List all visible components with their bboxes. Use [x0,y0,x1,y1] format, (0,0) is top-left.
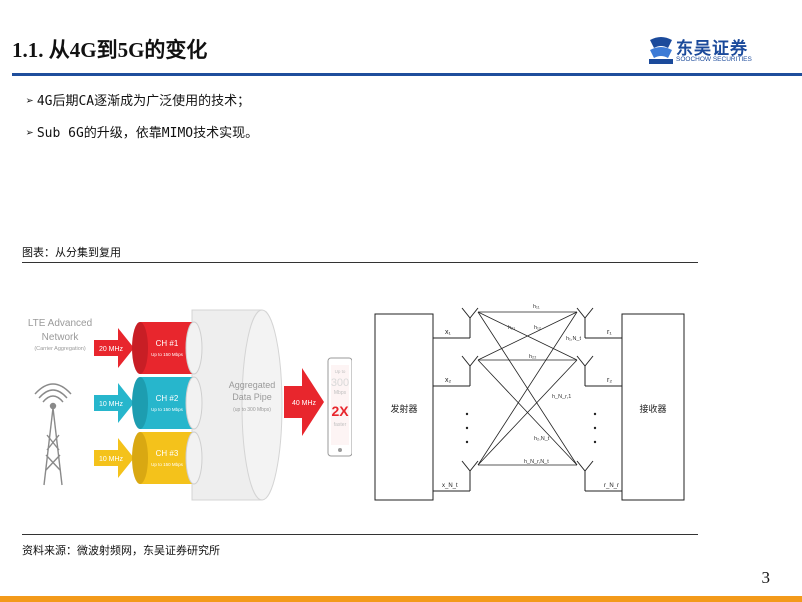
mimo-diagram: 发射器 接收器 x₁ x₂ x_N_t r₁ r₂ r_N_r h₁₁ h₂₁ … [374,304,685,501]
phone-multiplier: 2X [331,403,349,419]
aggregated-pipe: Aggregated Data Pipe (up to 300 Mbps) [191,309,283,501]
carrier-aggregation-diagram: LTE Advanced Network (Carrier Aggregatio… [28,309,352,501]
rx-signal-n: r_N_r [604,483,619,489]
channel-label: h₂,N_t [534,436,550,442]
channel-label: h_N_r,1 [552,394,571,400]
network-label-2: Network [42,332,80,343]
figure-caption: 图表：从分集到复用 [22,246,121,259]
channel-cylinder-3: CH #3 Up to 150 Mbps [132,431,203,485]
channel-label: h₁₂ [534,325,541,331]
phone-upto: Up to [335,369,346,374]
tx-signal-n: x_N_t [442,483,458,489]
rx-signal-1: r₁ [607,329,612,336]
page-number: 3 [761,568,771,587]
rx-antenna-icon [576,307,622,339]
input-bandwidth-2: 10 MHz [99,401,124,408]
cell-tower-icon [34,383,72,486]
tx-signal-1: x₁ [445,329,452,336]
receiver-label: 接收器 [639,403,666,414]
channel-cylinder-1: CH #1 Up to 150 Mbps [132,321,203,375]
rx-antenna-icon [576,355,622,387]
source-divider [22,534,698,535]
logo-text-en: SOOCHOW SECURITIES [676,56,752,63]
caption-divider [22,262,698,263]
input-arrow-red: 20 MHz [94,328,134,368]
channel-name-3: CH #3 [156,449,179,458]
channel-label: h₁₁ [533,304,540,310]
scs-logo-mark-icon [649,37,673,64]
phone-unit: Mbps [334,390,347,396]
output-bandwidth: 40 MHz [292,400,317,407]
logo-text-cn: 东吴证券 [676,39,748,59]
channel-label: h₂₁ [508,325,515,331]
phone-faster: faster [334,422,347,428]
rx-antenna-icon [576,460,622,492]
channel-cylinder-2: CH #2 Up to 150 Mbps [132,376,203,430]
channel-sub-2: Up to 150 Mbps [151,407,184,412]
tx-antenna-icon [433,460,479,492]
receiver-box [621,313,685,501]
channel-name-2: CH #2 [156,394,179,403]
page-title: 1.1. 从4G到5G的变化 [12,38,208,62]
bullet-text: 4G后期CA逐渐成为广泛使用的技术； [36,94,251,109]
input-arrow-yellow: 10 MHz [94,438,134,478]
channel-sub-3: Up to 150 Mbps [151,462,184,467]
bullet-item-1: ➢4G后期CA逐渐成为广泛使用的技术； [26,90,250,109]
tx-signal-2: x₂ [445,377,452,384]
tx-antenna-icon [433,355,479,387]
tx-antenna-icon [433,307,479,339]
input-bandwidth-3: 10 MHz [99,456,124,463]
smartphone-icon: Up to 300 Mbps 2X faster [327,357,352,457]
channel-sub-1: Up to 150 Mbps [151,352,184,357]
channel-name-1: CH #1 [156,339,179,348]
pipe-label-2: Data Pipe [232,392,272,402]
footer-accent-bar [0,596,802,602]
company-logo: 东吴证券 SOOCHOW SECURITIES [648,36,763,66]
input-arrow-cyan: 10 MHz [94,383,134,423]
channel-label: h₂₂ [529,354,536,360]
channel-label: h₁,N_t [566,336,581,342]
pipe-label-1: Aggregated [229,380,276,390]
arrow-bullet-icon: ➢ [26,126,34,141]
network-label-1: LTE Advanced [28,318,92,329]
rx-signal-2: r₂ [607,377,612,384]
output-arrow: 40 MHz [284,368,324,436]
header-divider [12,73,802,76]
arrow-bullet-icon: ➢ [26,94,34,109]
bullet-text: Sub 6G的升级，依靠MIMO技术实现。 [36,126,259,141]
ellipsis-dots [465,412,597,444]
transmitter-label: 发射器 [390,403,417,414]
input-bandwidth-1: 20 MHz [99,346,124,353]
bullet-item-2: ➢Sub 6G的升级，依靠MIMO技术实现。 [26,122,258,141]
phone-speed: 300 [331,377,349,389]
pipe-label-3: (up to 300 Mbps) [233,407,271,413]
network-label-3: (Carrier Aggregation) [34,346,86,352]
figure-source: 资料来源：微波射频网，东吴证券研究所 [22,544,220,557]
channel-label: h_N_r,N_t [524,459,549,465]
transmitter-box [374,313,434,501]
channel-paths [477,311,578,466]
